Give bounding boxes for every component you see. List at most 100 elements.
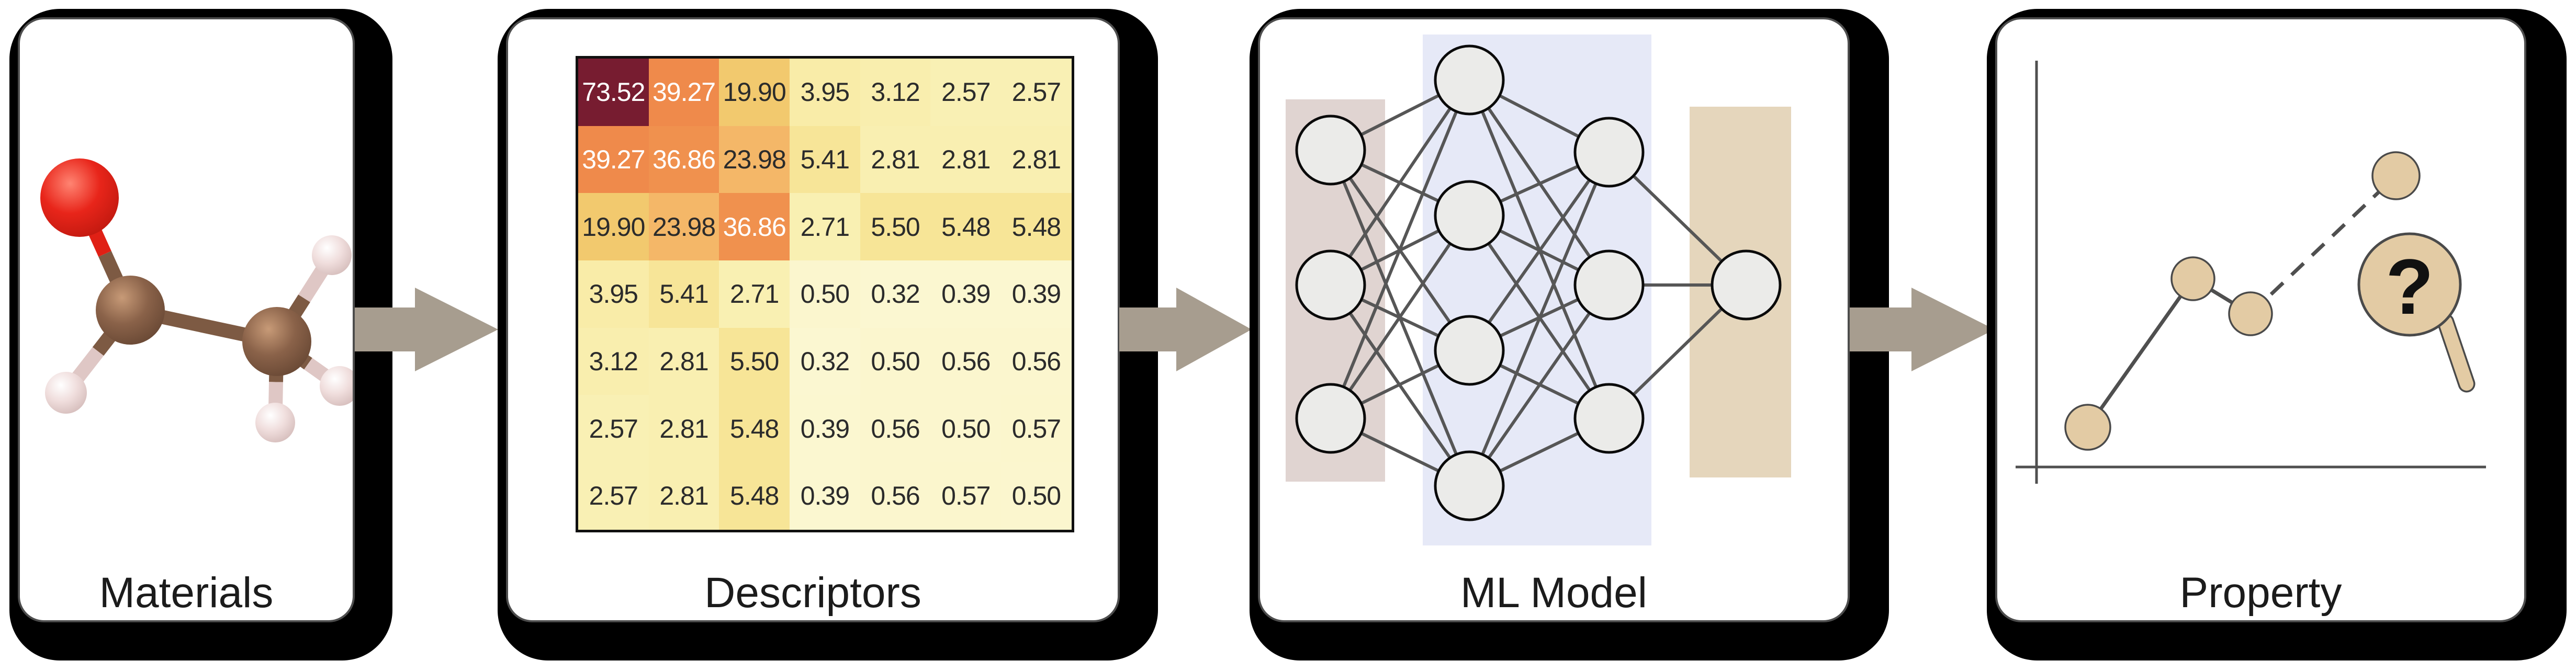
- matrix-cell: 0.56: [860, 462, 931, 530]
- neural-network-graphic: [1260, 19, 1848, 620]
- nn-node-layer1: [1434, 315, 1505, 386]
- nn-edge: [1329, 79, 1471, 419]
- matrix-cell: 23.98: [719, 126, 790, 193]
- matrix-cell: 2.81: [648, 395, 719, 463]
- matrix-cell: 0.39: [790, 395, 860, 463]
- matrix-cell: 5.48: [719, 462, 790, 530]
- matrix-cell: 5.50: [860, 193, 931, 261]
- matrix-cell: 5.48: [1001, 193, 1072, 261]
- nn-edge: [1468, 284, 1611, 487]
- matrix-cell: 0.57: [930, 462, 1002, 530]
- matrix-cell: 5.41: [648, 260, 719, 328]
- atom-c-sphere: [242, 307, 311, 376]
- matrix-cell: 0.39: [1001, 260, 1072, 328]
- question-mark: ?: [2386, 243, 2434, 331]
- flow-arrow-2: [1119, 288, 1252, 371]
- data-point-1: [2064, 404, 2111, 451]
- nn-node-layer0: [1295, 115, 1366, 186]
- matrix-cell: 0.57: [1001, 395, 1072, 463]
- matrix-cell: 0.56: [930, 327, 1002, 395]
- matrix-cell: 19.90: [578, 193, 649, 261]
- matrix-cell: 19.90: [719, 59, 790, 126]
- atom-o-sphere: [40, 158, 119, 237]
- matrix-cell: 73.52: [578, 59, 649, 126]
- matrix-cell: 0.32: [790, 327, 860, 395]
- data-point-2: [2170, 256, 2215, 301]
- data-point-4: [2371, 151, 2421, 200]
- panel-card-ml-model: ML Model: [1258, 17, 1850, 622]
- matrix-cell: 5.48: [930, 193, 1002, 261]
- matrix-cell: 2.57: [1001, 59, 1072, 126]
- matrix-cell: 2.81: [860, 126, 931, 193]
- panel-label-descriptors: Descriptors: [704, 569, 921, 617]
- matrix-cell: 0.56: [1001, 327, 1072, 395]
- magnifier-handle: [2439, 315, 2473, 391]
- arrow-shape: [1850, 288, 1995, 371]
- matrix-cell: 36.86: [648, 126, 719, 193]
- matrix-cell: 5.41: [790, 126, 860, 193]
- matrix-cell: 23.98: [648, 193, 719, 261]
- panel-frame-property: ? Property: [1987, 9, 2567, 660]
- matrix-cell: 3.12: [578, 327, 649, 395]
- nn-edge: [1468, 151, 1611, 487]
- matrix-cell: 0.50: [790, 260, 860, 328]
- molecule-graphic: [20, 19, 353, 620]
- nn-edge: [1329, 79, 1471, 286]
- matrix-cell: 0.39: [790, 462, 860, 530]
- matrix-cell: 0.56: [860, 395, 931, 463]
- prediction-dashed-line: [2249, 174, 2398, 315]
- matrix-cell: 2.71: [790, 193, 860, 261]
- neural-network-diagram: [1286, 35, 1791, 545]
- panel-label-materials: Materials: [99, 569, 274, 617]
- matrix-cell: 2.81: [930, 126, 1002, 193]
- molecule-3d-render: [40, 158, 353, 442]
- matrix-cell: 5.48: [719, 395, 790, 463]
- atom-h-sphere: [255, 403, 295, 442]
- matrix-cell: 2.57: [578, 395, 649, 463]
- panel-label-ml-model: ML Model: [1460, 569, 1647, 617]
- nn-node-layer3: [1711, 249, 1782, 321]
- nn-node-layer0: [1295, 383, 1366, 454]
- matrix-cell: 2.57: [930, 59, 1002, 126]
- property-plot-graphic: ?: [1997, 19, 2524, 620]
- matrix-cell: 39.27: [578, 126, 649, 193]
- trend-line: [2086, 277, 2195, 429]
- matrix-cell: 5.50: [719, 327, 790, 395]
- atom-h-sphere: [320, 366, 353, 406]
- arrow-shape: [355, 288, 498, 371]
- flow-arrow-1: [355, 288, 498, 371]
- arrow-shape: [1119, 288, 1252, 371]
- matrix-cell: 2.81: [648, 462, 719, 530]
- matrix-cell: 36.86: [719, 193, 790, 261]
- matrix-cell: 0.39: [930, 260, 1002, 328]
- nn-edge: [1468, 151, 1611, 351]
- nn-node-layer2: [1573, 249, 1645, 321]
- matrix-cell: 0.50: [1001, 462, 1072, 530]
- nn-node-layer2: [1573, 383, 1645, 454]
- panel-card-property: ? Property: [1995, 17, 2526, 622]
- nn-edge: [1329, 214, 1471, 419]
- matrix-cell: 2.71: [719, 260, 790, 328]
- atom-h-sphere: [45, 372, 87, 414]
- flow-arrow-3: [1850, 288, 1995, 371]
- nn-node-layer1: [1434, 450, 1505, 521]
- matrix-cell: 2.57: [578, 462, 649, 530]
- matrix-cell: 3.95: [790, 59, 860, 126]
- matrix-cell: 0.32: [860, 260, 931, 328]
- matrix-cell: 3.12: [860, 59, 931, 126]
- panel-frame-ml-model: ML Model: [1250, 9, 1889, 660]
- nn-node-layer1: [1434, 44, 1505, 116]
- matrix-cell: 2.81: [648, 327, 719, 395]
- atom-c-sphere: [96, 276, 165, 345]
- atom-h-sphere: [312, 235, 352, 275]
- magnifier-lens-icon: [2357, 232, 2462, 337]
- matrix-cell: 39.27: [648, 59, 719, 126]
- panel-frame-materials: Materials: [9, 9, 392, 660]
- matrix-cell: 0.50: [860, 327, 931, 395]
- matrix-cell: 0.50: [930, 395, 1002, 463]
- panel-card-materials: Materials: [18, 17, 355, 622]
